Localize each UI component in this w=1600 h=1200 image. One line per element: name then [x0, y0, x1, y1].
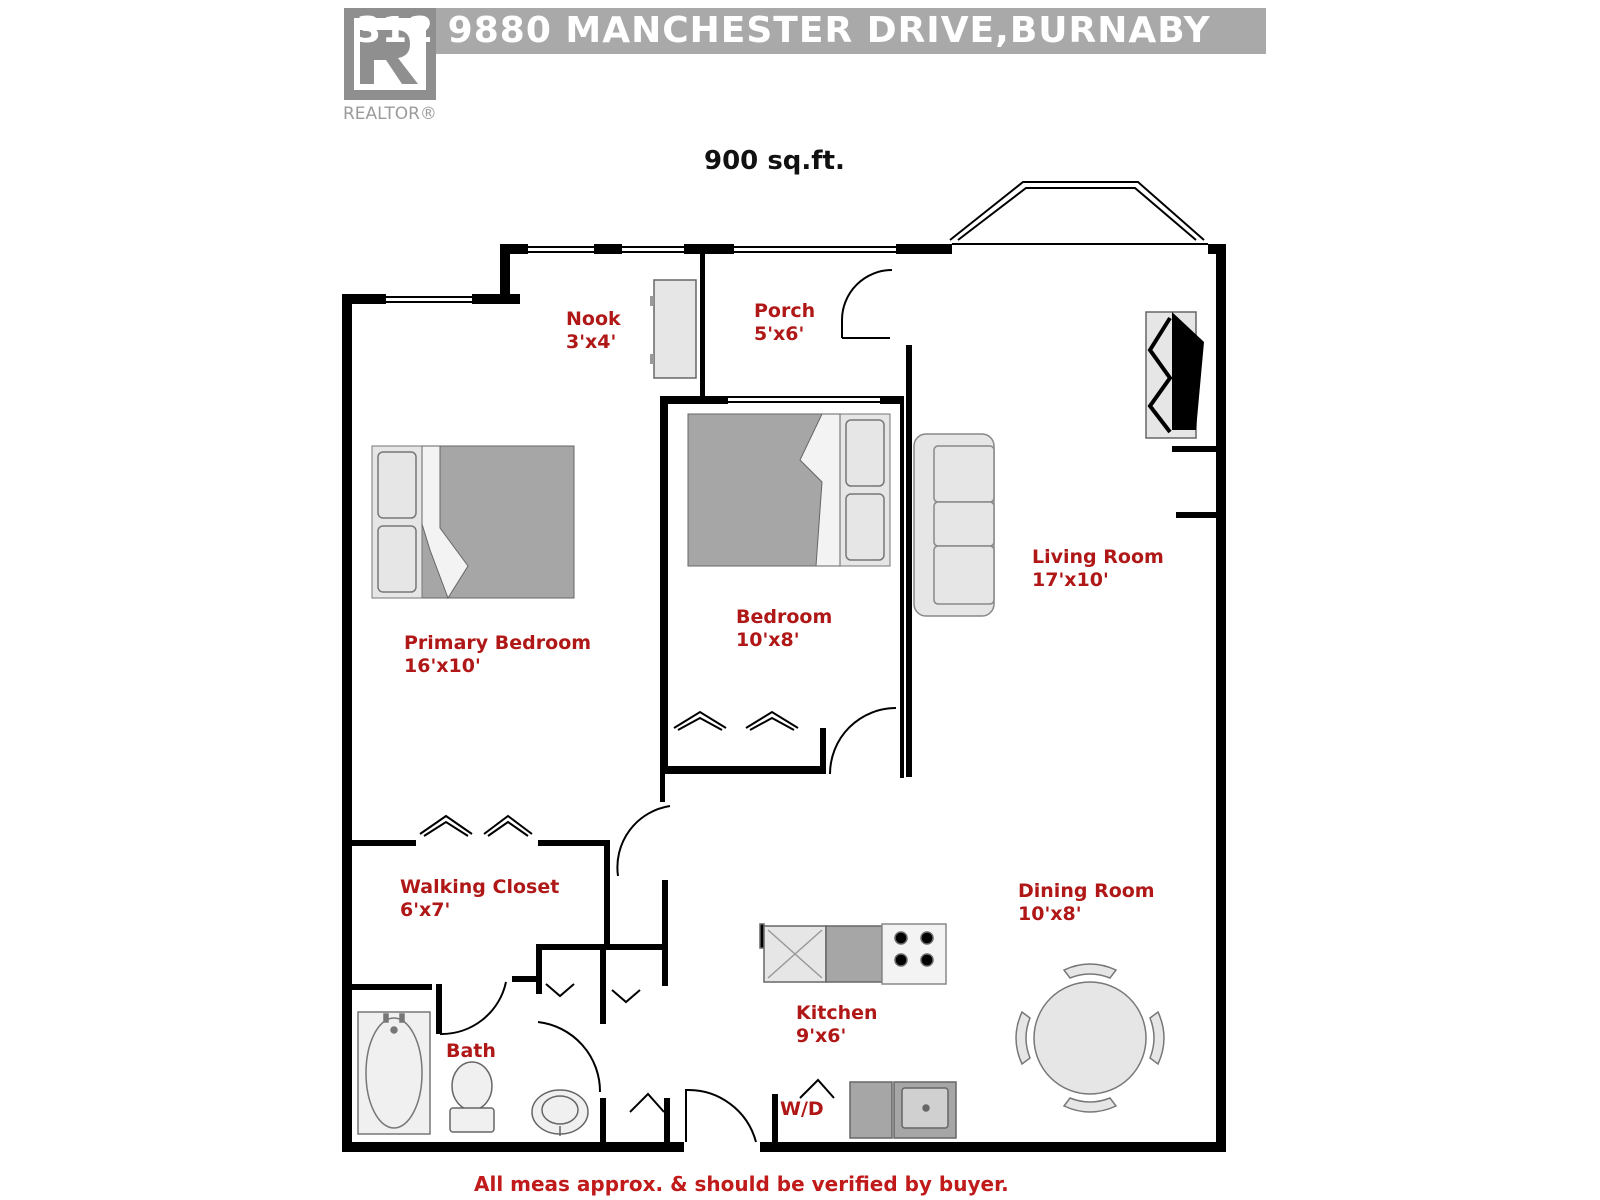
total-area: 900 sq.ft. — [704, 146, 845, 176]
interior-walls — [352, 254, 1216, 1146]
doors — [439, 269, 897, 1143]
kitchen-sink — [849, 1081, 957, 1139]
washer-dryer-label: W/D — [780, 1098, 824, 1120]
realtor-r-icon — [344, 8, 436, 100]
listing-address: 312 9880 MANCHESTER DRIVE,BURNABY — [356, 10, 1211, 51]
header-bar — [344, 8, 1266, 54]
bathtub — [357, 1011, 431, 1135]
exterior-walls — [342, 244, 1226, 1152]
realtor-label: REALTOR® — [343, 104, 437, 124]
room-bath: Bath — [446, 1040, 496, 1062]
windows — [386, 243, 1208, 403]
bathroom-sink — [531, 1089, 589, 1136]
kitchen-counter — [759, 923, 947, 985]
bifold-doors — [419, 710, 835, 1113]
bay-window — [949, 181, 1205, 241]
primary-bed — [371, 445, 575, 600]
disclaimer: All meas approx. & should be verified by… — [474, 1172, 1009, 1196]
sofa — [913, 433, 995, 617]
fireplace — [1145, 311, 1204, 439]
second-bed — [687, 413, 891, 567]
dining-table — [1015, 963, 1165, 1113]
toilet — [449, 1061, 495, 1133]
nook-desk — [650, 279, 697, 379]
